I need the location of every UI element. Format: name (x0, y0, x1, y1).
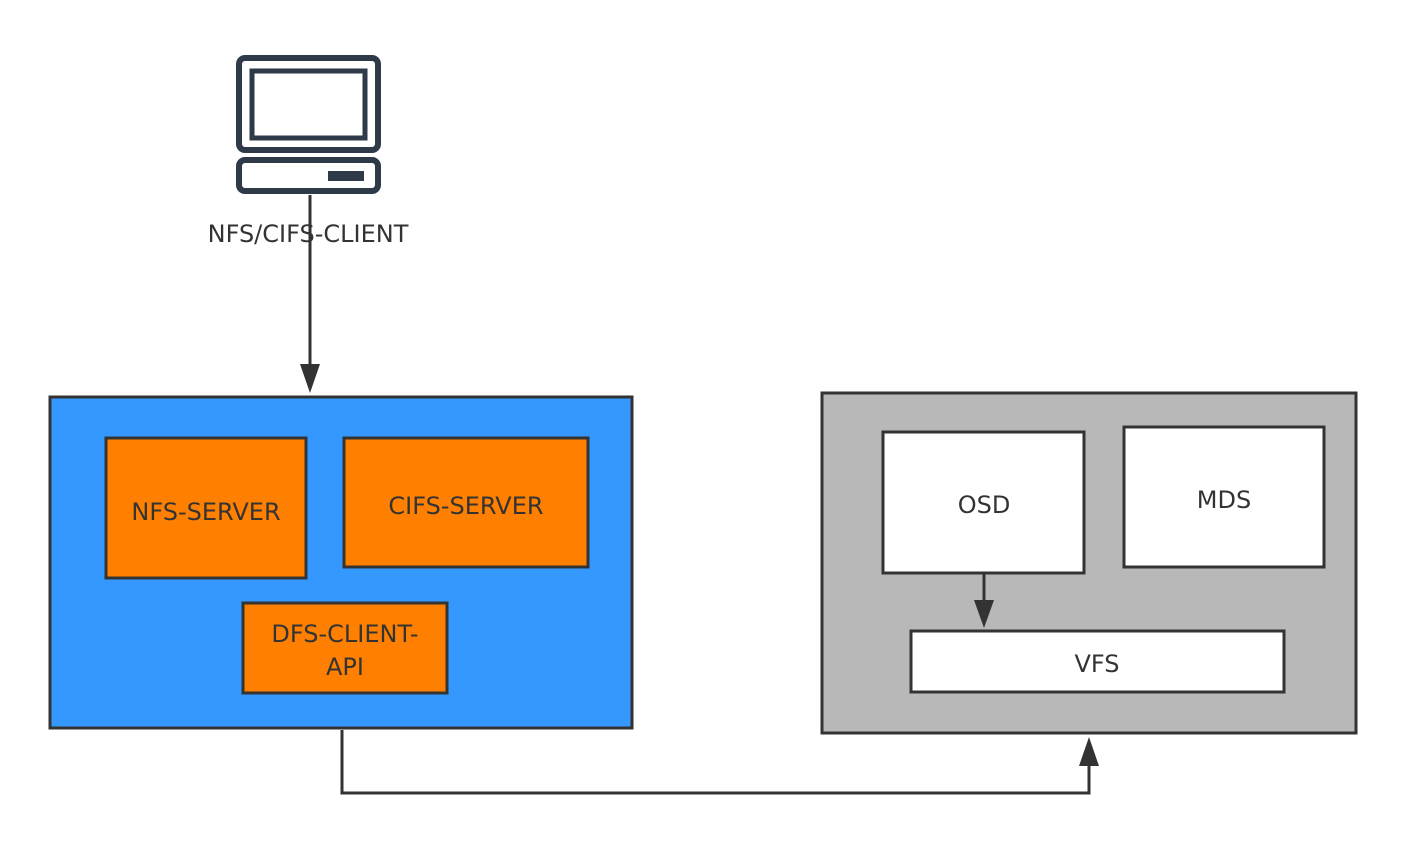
client-to-gateway-arrow (300, 195, 320, 393)
dfs-client-api-node: DFS-CLIENT- API (241, 601, 449, 695)
dfs-client-api-label-line1: DFS-CLIENT- (271, 620, 418, 648)
nfs-server-node: NFS-SERVER (104, 436, 308, 580)
vfs-label: VFS (1074, 650, 1119, 678)
nfs-server-label: NFS-SERVER (131, 498, 280, 526)
client-label: NFS/CIFS-CLIENT (208, 220, 409, 248)
dfs-client-api-label-line2: API (326, 653, 364, 681)
osd-label: OSD (958, 491, 1011, 519)
mds-label: MDS (1197, 486, 1251, 514)
cifs-server-node: CIFS-SERVER (342, 436, 590, 569)
vfs-node: VFS (909, 629, 1286, 694)
cifs-server-label: CIFS-SERVER (388, 492, 543, 520)
mds-node: MDS (1122, 425, 1326, 569)
osd-to-vfs-arrow (974, 573, 994, 628)
computer-icon (236, 55, 381, 194)
osd-node: OSD (881, 430, 1086, 575)
gateway-to-storage-arrow (340, 730, 1099, 795)
